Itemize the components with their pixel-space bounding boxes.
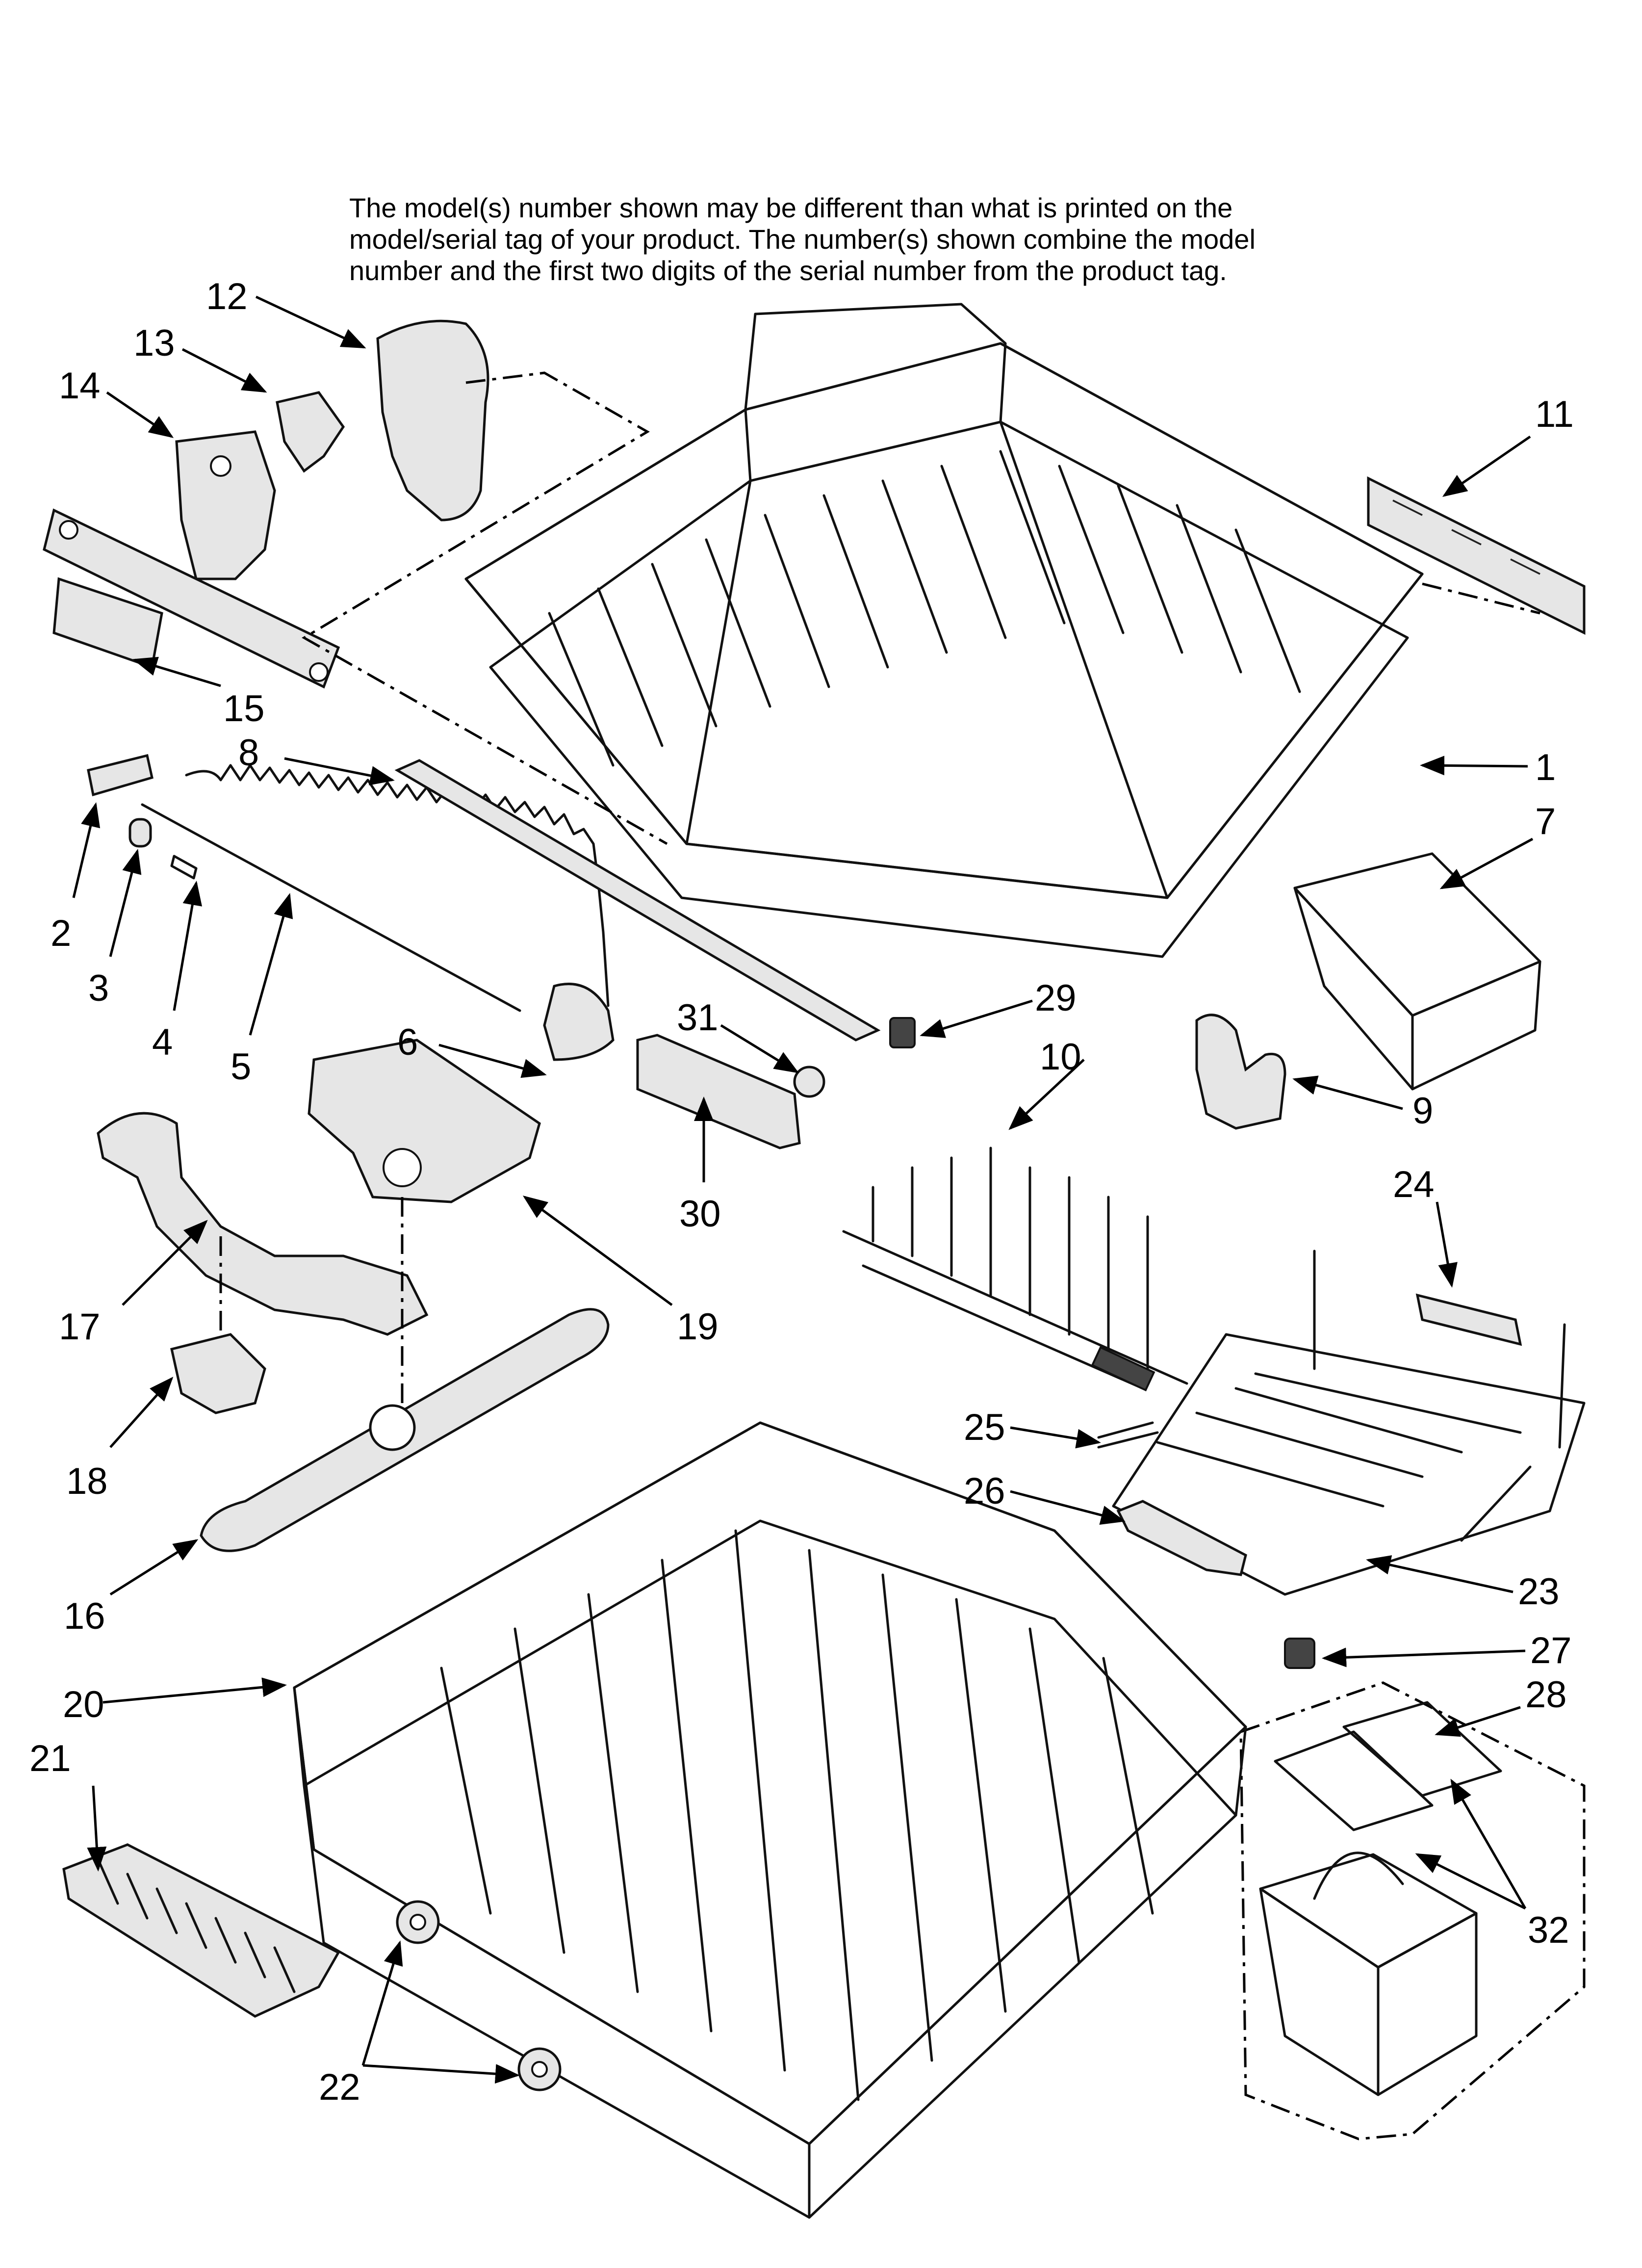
callout-24: 24: [1393, 1164, 1435, 1205]
clip-part-27: [1284, 1638, 1315, 1669]
callout-3: 3: [88, 967, 109, 1009]
callout-labels: 12 13 14 15 11 1 7 8 2 3 4 5 6 29 31 30 …: [29, 276, 1574, 2108]
bracket-part-30: [636, 1034, 801, 1149]
model-number-note: The model(s) number shown may be differe…: [349, 192, 1428, 287]
note-line-2: model/serial tag of your product. The nu…: [349, 224, 1256, 255]
callout-27: 27: [1530, 1630, 1572, 1671]
peg-part-25: [1097, 1421, 1159, 1449]
rack-rail-part-11: [1367, 476, 1586, 635]
silverware-basket: [1259, 1851, 1478, 2096]
folding-tine-rack-part-23: [1112, 1250, 1586, 1596]
clip-part-9: [1195, 1014, 1286, 1130]
ball-part-31: [793, 1066, 825, 1098]
callout-18: 18: [66, 1460, 108, 1502]
small-basket-part-7: [1293, 852, 1541, 1091]
callout-23: 23: [1518, 1571, 1560, 1613]
callout-29: 29: [1035, 977, 1077, 1019]
clip-part-26: [1116, 1500, 1247, 1576]
rack-rail-part-8: [394, 759, 881, 1042]
callout-31: 31: [677, 997, 718, 1039]
basket-lids-part-32: [1274, 1701, 1502, 1831]
callout-11: 11: [1535, 393, 1574, 435]
end-cap-part-6: [543, 983, 615, 1061]
spray-manifold-part-17: [97, 1112, 429, 1336]
callout-6: 6: [397, 1021, 418, 1063]
callout-12: 12: [206, 276, 248, 317]
callout-20: 20: [63, 1684, 104, 1725]
tine-row-part-10: [842, 1147, 1188, 1392]
basket-assembly-box-part-28: [1239, 1681, 1586, 2140]
callout-32: 32: [1528, 1909, 1569, 1951]
manifold-clip-part-18: [170, 1333, 266, 1414]
callout-21: 21: [29, 1738, 71, 1779]
callout-13: 13: [133, 322, 175, 364]
callout-25: 25: [964, 1407, 1005, 1448]
rack-adjuster-assembly: [43, 319, 489, 689]
note-line-1: The model(s) number shown may be differe…: [349, 192, 1233, 223]
callout-19: 19: [677, 1306, 718, 1348]
rack-wheels-part-22: [396, 1900, 562, 2091]
tine-strip-part-21: [62, 1843, 340, 2018]
callout-9: 9: [1412, 1090, 1433, 1132]
callout-2: 2: [51, 912, 71, 954]
assembly-line-rail: [1422, 582, 1540, 615]
callout-14: 14: [59, 365, 101, 407]
leader-lines: [72, 295, 1534, 2084]
spray-arm-mount-part-19: [308, 1039, 541, 1203]
assembly-line-upper: [302, 371, 668, 845]
note-line-3: number and the first two digits of the s…: [349, 255, 1227, 286]
callout-26: 26: [964, 1470, 1005, 1512]
lower-dishrack: [293, 1421, 1247, 2219]
latch-part-24: [1415, 1293, 1522, 1346]
callout-4: 4: [152, 1021, 173, 1063]
upper-dishrack: [464, 303, 1424, 958]
callout-10: 10: [1040, 1036, 1081, 1078]
callout-8: 8: [238, 732, 259, 774]
callout-1: 1: [1535, 747, 1556, 788]
callout-15: 15: [223, 688, 265, 730]
callout-16: 16: [64, 1595, 105, 1637]
rack-stop-and-rod: [87, 754, 610, 1012]
callout-5: 5: [231, 1046, 251, 1088]
callout-17: 17: [59, 1306, 101, 1348]
callout-7: 7: [1535, 801, 1556, 842]
callout-30: 30: [679, 1193, 721, 1235]
clip-part-29: [889, 1017, 916, 1048]
callout-28: 28: [1525, 1674, 1567, 1716]
callout-22: 22: [319, 2066, 360, 2108]
